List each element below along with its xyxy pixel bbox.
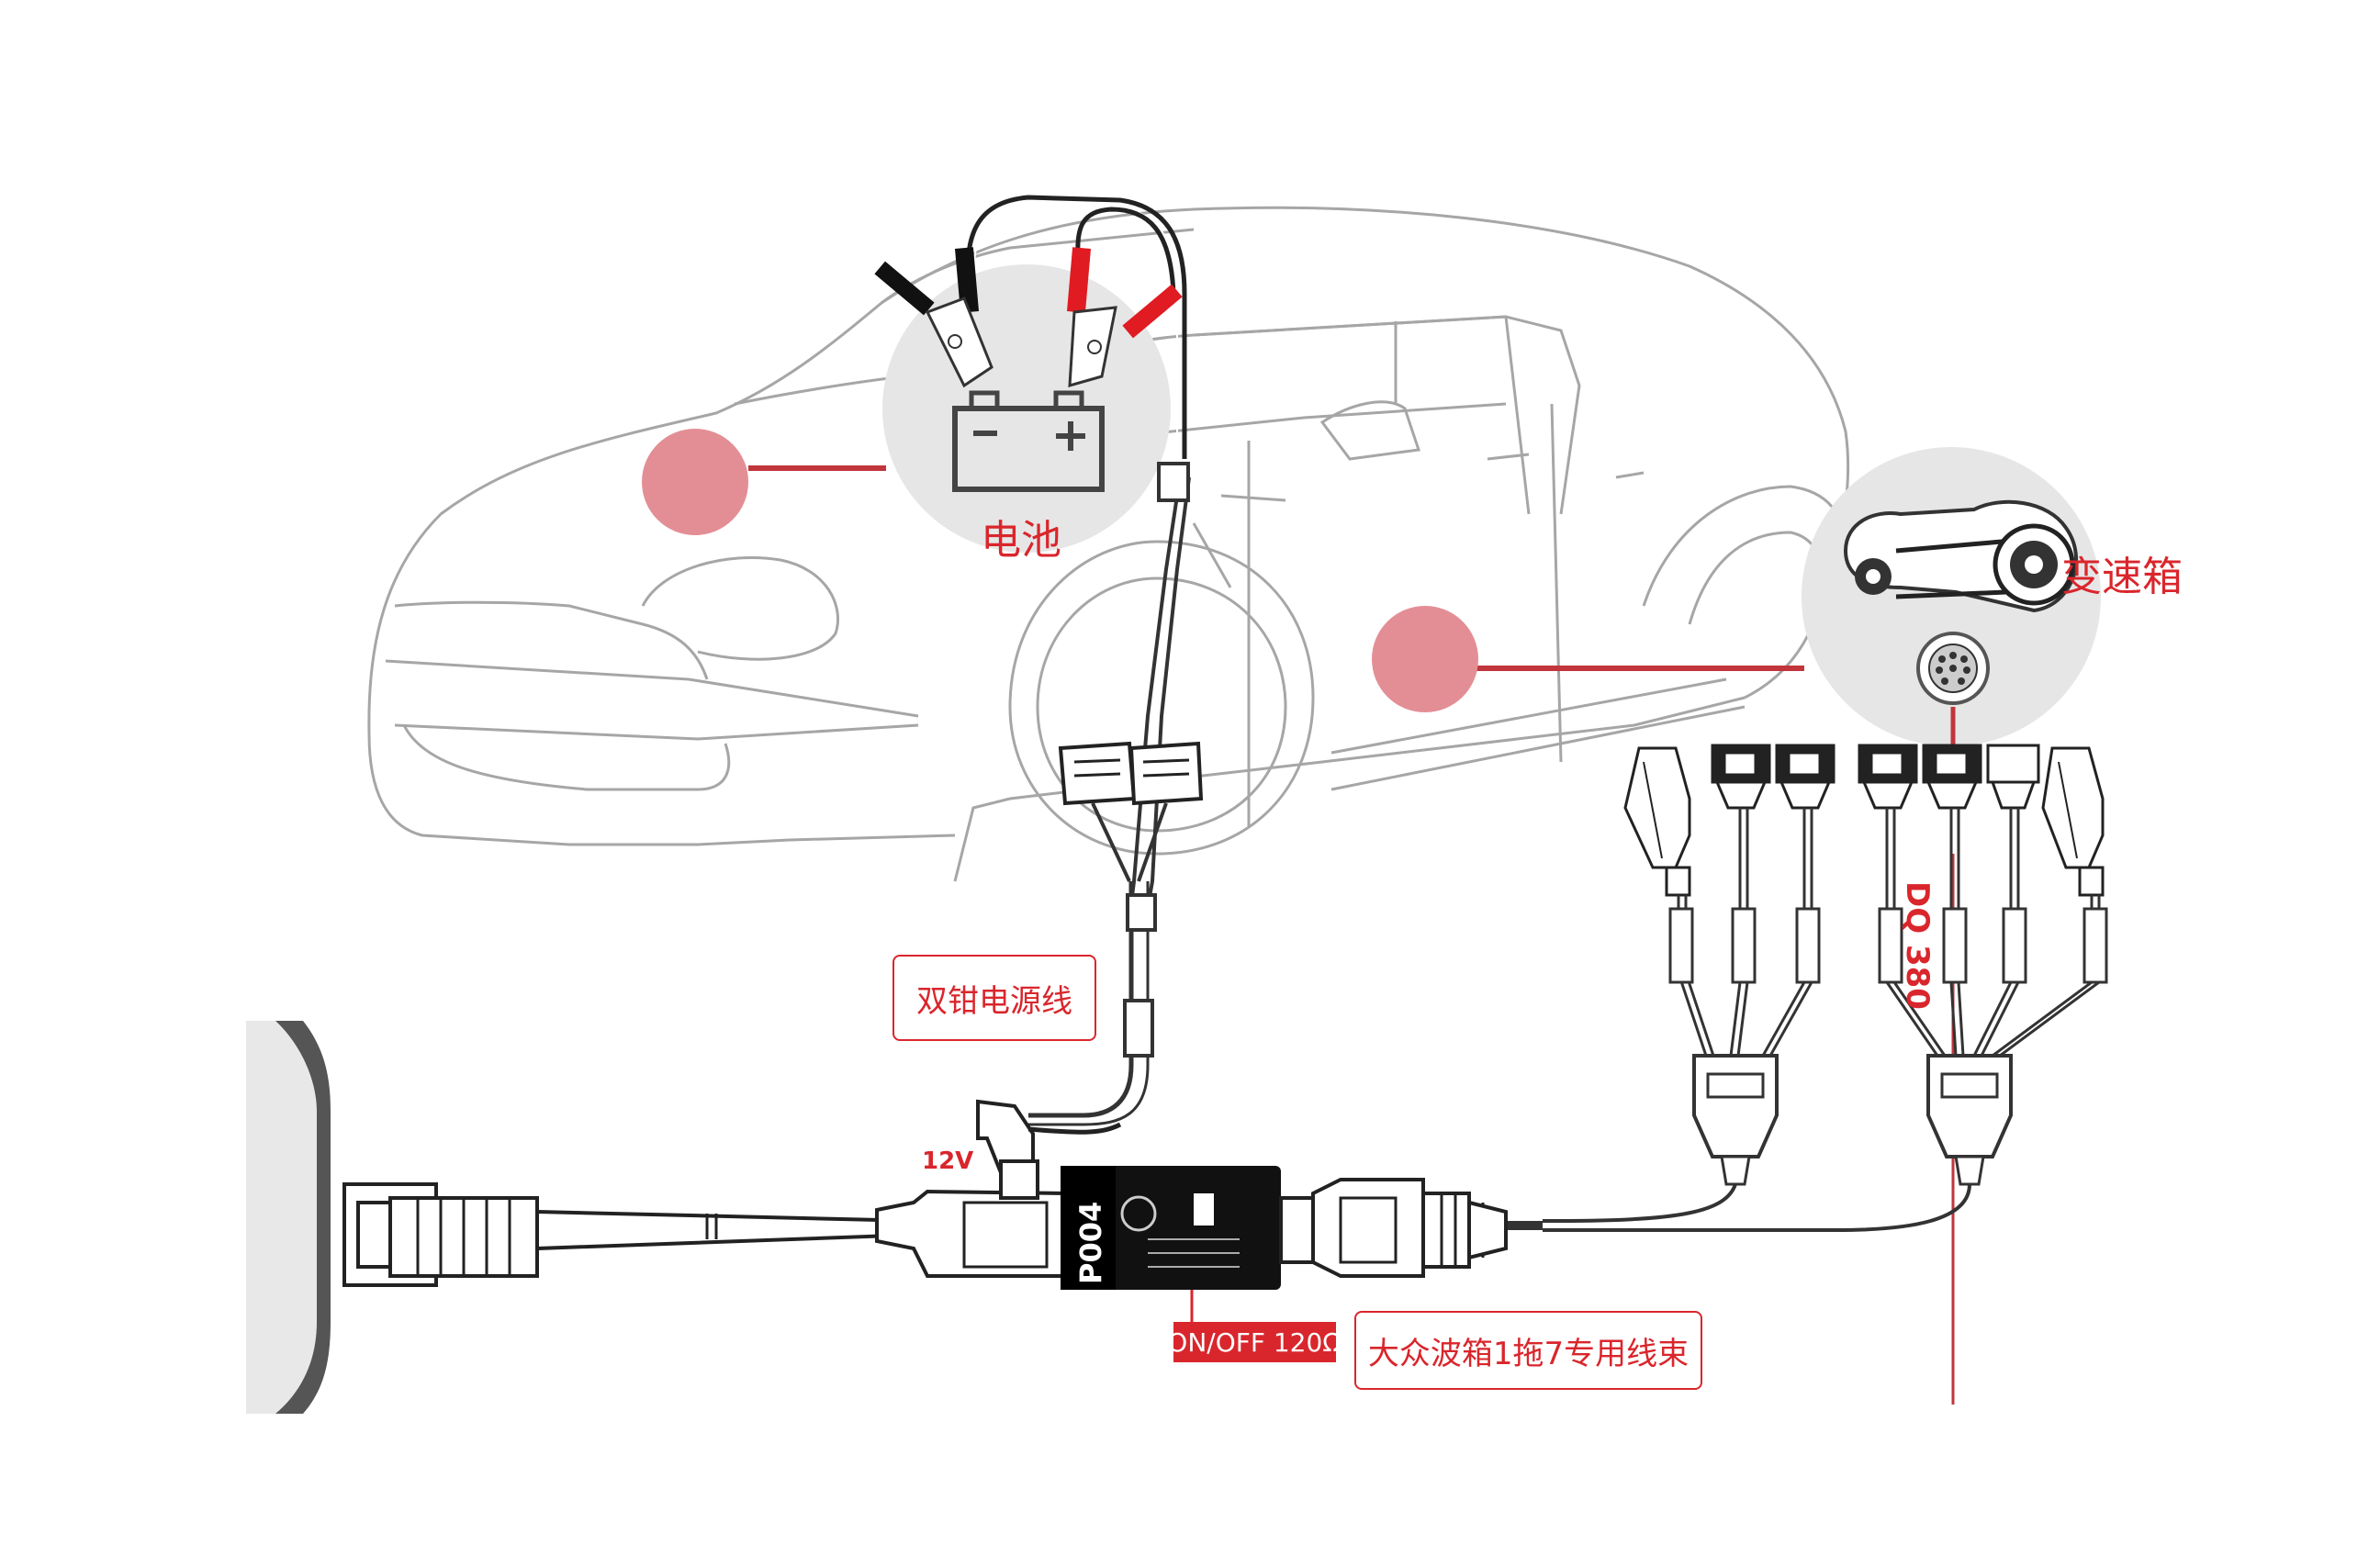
dq-label: DQ 380: [1899, 881, 1936, 1010]
clip-connectors: [1058, 741, 1204, 882]
vw-harness-callout: 大众波箱1拖7专用线束: [1354, 1311, 1702, 1390]
device-model-label: P004: [1073, 1201, 1108, 1284]
power-cable: [1028, 462, 1191, 1126]
p004-device: [1061, 1166, 1281, 1290]
harness-cables: [1506, 808, 2108, 1232]
gearbox-icon: [1843, 499, 2078, 613]
gearbox-marker: [1372, 606, 1478, 712]
harness-connectors: [1623, 744, 2105, 897]
tablet-edge: [246, 1021, 331, 1414]
battery-clamps: [874, 195, 1187, 459]
switch-tag: ON/OFF 120Ω: [1167, 1322, 1342, 1362]
dual-clamp-cable-callout: 双钳电源线: [892, 955, 1096, 1041]
voltage-label: 12V: [922, 1147, 974, 1175]
battery-label: 电池: [981, 517, 1061, 564]
round-connector-icon: [1916, 632, 1990, 705]
battery-icon: [952, 390, 1105, 492]
battery-marker: [642, 429, 748, 535]
car-outline: [367, 206, 1850, 882]
gearbox-label: 变速箱: [2061, 554, 2183, 600]
device-adapter: [875, 1099, 1122, 1278]
db9-connector: [1279, 1178, 1508, 1278]
